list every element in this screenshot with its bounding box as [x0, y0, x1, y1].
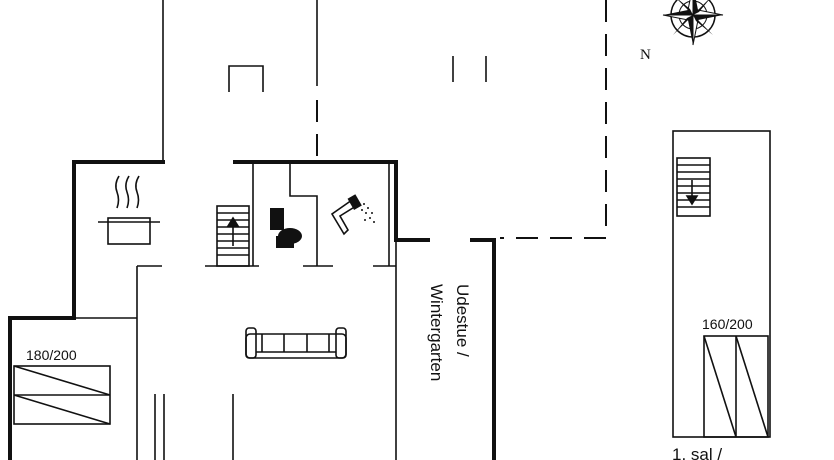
veranda-label-line1: Udestue /	[453, 284, 472, 357]
stairs-up-icon	[216, 205, 250, 267]
bed-size-left: 180/200	[26, 347, 77, 363]
cooking-pot-icon	[98, 175, 160, 245]
veranda-label-line2: Wintergarten	[427, 284, 446, 381]
toilet-icon	[270, 208, 302, 248]
compass-rose-icon	[662, 0, 724, 46]
upper-bed-icon	[703, 335, 769, 438]
stairs-down-icon	[676, 157, 711, 217]
interior-walls	[10, 162, 396, 460]
shower-icon	[330, 194, 375, 236]
compass-north-label: N	[640, 47, 651, 63]
bed-size-upper: 160/200	[702, 316, 753, 332]
upper-floor-label: 1. sal /	[672, 445, 722, 460]
terrace-outline	[162, 0, 607, 239]
double-bed-icon	[13, 365, 111, 425]
sofa-icon	[245, 327, 347, 359]
